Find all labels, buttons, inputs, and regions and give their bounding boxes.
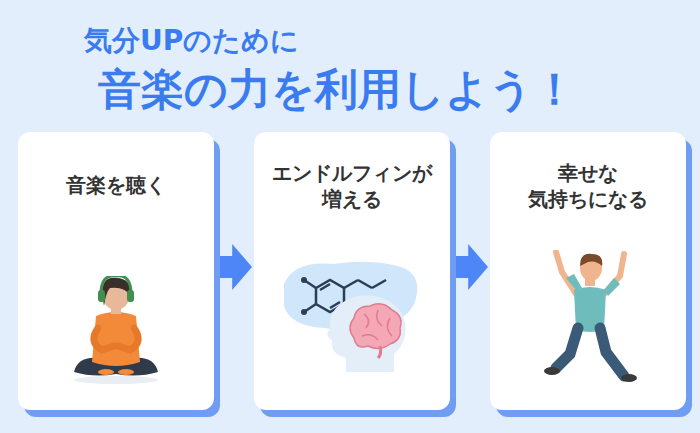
illustration-part — [566, 274, 582, 290]
flow-arrow — [452, 244, 488, 290]
step-box: 音楽を聴く — [18, 132, 214, 410]
illustration-part — [604, 278, 620, 296]
illustration-part — [600, 328, 624, 376]
illustration-part — [98, 290, 105, 302]
illustration-part — [344, 280, 358, 288]
illustration-part — [118, 369, 134, 375]
illustration-part — [350, 304, 401, 349]
illustration-part — [556, 328, 578, 368]
illustration-part — [362, 310, 392, 340]
illustration-part — [94, 328, 114, 350]
flow-arrow — [216, 244, 252, 290]
illustration-part — [580, 254, 602, 266]
happy-person-illustration — [490, 250, 686, 386]
step-box: エンドルフィンが 増える — [254, 132, 450, 410]
illustration-part — [118, 328, 138, 350]
illustration-part — [301, 309, 307, 315]
step-box: 幸せな 気持ちになる — [490, 132, 686, 410]
illustration-part — [378, 346, 381, 358]
step-label: 音楽を聴く — [31, 172, 201, 198]
illustration-part — [102, 278, 131, 306]
illustration-part — [301, 277, 307, 283]
illustration-part — [544, 367, 560, 375]
illustration-part — [372, 280, 386, 288]
step-label: エンドルフィンが 増える — [267, 160, 437, 212]
brain-molecule-illustration — [254, 254, 450, 374]
listener-illustration — [18, 276, 214, 386]
title: 気分UPのために — [84, 24, 299, 58]
illustration-part — [98, 369, 114, 375]
step-label: 幸せな 気持ちになる — [503, 160, 673, 212]
illustration-part — [358, 280, 372, 288]
illustration-part — [556, 252, 576, 294]
illustration-part — [74, 376, 158, 384]
subtitle: 音楽の力を利用しよう！ — [98, 64, 576, 116]
illustration-part — [320, 284, 330, 290]
illustration-part — [621, 374, 637, 382]
illustration-part — [127, 290, 134, 302]
illustration-part — [327, 295, 405, 372]
illustration-part — [101, 276, 131, 294]
illustration-part — [92, 312, 140, 366]
